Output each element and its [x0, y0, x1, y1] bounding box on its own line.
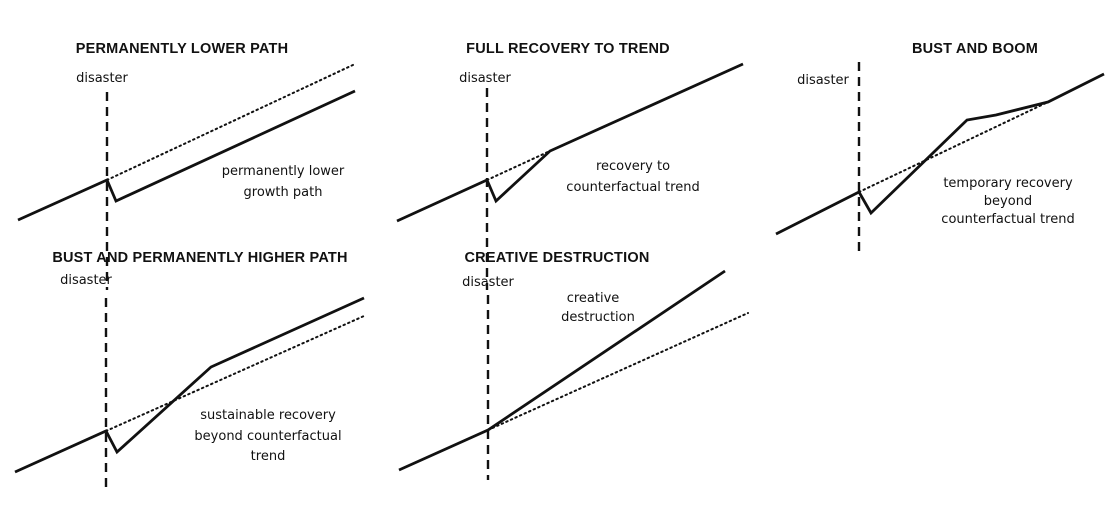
- panel-creative-destruction: CREATIVE DESTRUCTION disaster creative d…: [398, 250, 749, 480]
- counterfactual-trend-line: [858, 101, 1049, 193]
- panel-title: CREATIVE DESTRUCTION: [465, 250, 650, 266]
- panel-bust-and-permanently-higher-path: BUST AND PERMANENTLY HIGHER PATH disaste…: [14, 250, 365, 490]
- counterfactual-trend-line: [106, 63, 356, 181]
- annotation-line-1: creative: [567, 291, 620, 306]
- actual-path-line: [14, 296, 365, 474]
- annotation-line-2: beyond counterfactual: [194, 429, 341, 444]
- panel-title: BUST AND PERMANENTLY HIGHER PATH: [52, 250, 347, 266]
- annotation-line-3: trend: [251, 449, 286, 464]
- panel-title: PERMANENTLY LOWER PATH: [76, 41, 289, 57]
- disaster-label: disaster: [459, 71, 511, 86]
- annotation-line-1: permanently lower: [222, 164, 345, 179]
- panel-permanently-lower-path: PERMANENTLY LOWER PATH disaster permanen…: [17, 41, 356, 290]
- panel-title: BUST AND BOOM: [912, 41, 1038, 57]
- disaster-label: disaster: [76, 71, 128, 86]
- actual-path-line: [398, 269, 726, 472]
- panel-title: FULL RECOVERY TO TREND: [466, 41, 670, 57]
- annotation-line-3: counterfactual trend: [941, 212, 1074, 227]
- actual-path-line: [396, 62, 744, 223]
- counterfactual-trend-line: [486, 150, 551, 181]
- disaster-label: disaster: [60, 273, 112, 288]
- annotation-line-1: temporary recovery: [943, 176, 1073, 191]
- annotation-line-2: growth path: [244, 185, 323, 200]
- disaster-label: disaster: [797, 73, 849, 88]
- annotation-line-2: counterfactual trend: [566, 180, 699, 195]
- annotation-line-1: sustainable recovery: [200, 408, 336, 423]
- panel-bust-and-boom: BUST AND BOOM disaster temporary recover…: [775, 41, 1105, 255]
- counterfactual-trend-line: [487, 312, 749, 431]
- annotation-line-1: recovery to: [596, 159, 670, 174]
- annotation-line-2: destruction: [561, 310, 635, 325]
- counterfactual-trend-line: [105, 315, 365, 432]
- annotation-line-2: beyond: [984, 194, 1032, 209]
- actual-path-line: [17, 89, 356, 222]
- disaster-label: disaster: [462, 275, 514, 290]
- panel-full-recovery-to-trend: FULL RECOVERY TO TREND disaster recovery…: [396, 41, 744, 290]
- actual-path-line: [775, 72, 1105, 236]
